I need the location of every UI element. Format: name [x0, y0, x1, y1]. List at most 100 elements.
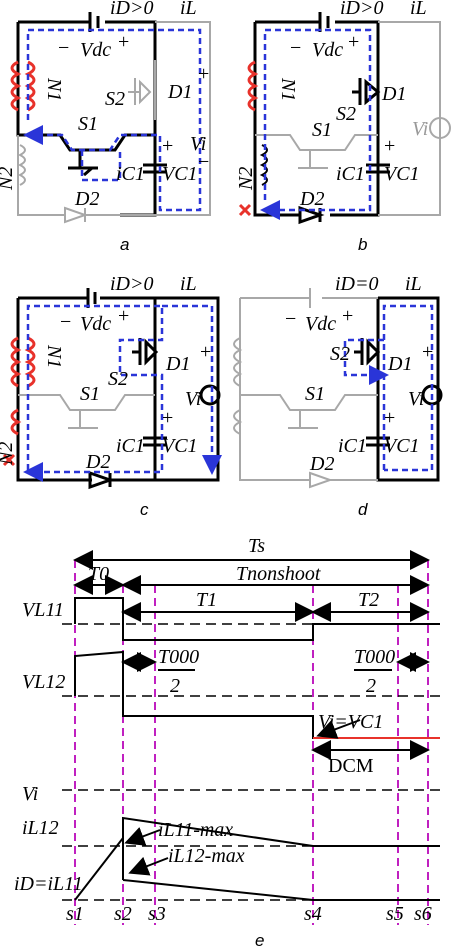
panel-d-label-S2: S2: [330, 343, 350, 365]
panel-d-label-D1: D1: [387, 353, 412, 375]
panel-b-label-N2: N2: [235, 167, 257, 191]
panel-d-s1-gray: [240, 394, 378, 429]
panel-c: iD>0 iL Vdc − + N1 N2 S2 D1 S1 Vi + iC1 …: [0, 273, 222, 519]
label-VL11: VL11: [22, 599, 64, 621]
panel-b-minus-vdc: −: [290, 37, 301, 59]
label-s6: s6: [414, 903, 432, 925]
panel-c-vi-source: [199, 384, 221, 406]
label-iL12: iL12: [22, 817, 59, 839]
label-T1: T1: [196, 589, 217, 611]
label-s4: s4: [304, 903, 322, 925]
label-T000-left: T000: [158, 646, 199, 668]
panel-d-label-iD: iD=0: [335, 273, 379, 295]
panel-a-s2-switch: [128, 60, 156, 120]
panel-a-plus-vc1: +: [162, 135, 173, 157]
panel-c-label-D2: D2: [85, 451, 110, 473]
panel-c-caption: c: [140, 500, 149, 519]
panel-a-minus-vi: −: [198, 151, 209, 173]
label-T0: T0: [88, 563, 109, 585]
panel-c-plus-vi: +: [200, 341, 211, 363]
label-Tnonshoot: Tnonshoot: [236, 563, 321, 585]
wave-iL11: [122, 879, 440, 901]
arrow-Vi-VC1: [316, 719, 361, 739]
panel-b-caption: b: [358, 235, 367, 254]
panel-a-label-D1: D1: [167, 81, 192, 103]
panel-a-minus-vdc: −: [58, 37, 69, 59]
label-two-right: 2: [366, 675, 376, 697]
wave-iL12: [122, 816, 440, 880]
panel-d-label-iL: iL: [405, 273, 422, 295]
panel-c-s1-gray: [18, 394, 155, 429]
panel-c-minus-vdc: −: [60, 311, 71, 333]
panel-c-n2-mark: [2, 453, 16, 467]
panel-c-label-iD: iD>0: [110, 273, 154, 295]
panel-d-label-D2: D2: [309, 453, 334, 475]
panel-c-d2-diode: [88, 470, 115, 490]
panel-c-n1-winding-right: [24, 336, 36, 388]
panel-a-n2-winding: [17, 144, 26, 186]
label-DCM: DCM: [328, 755, 374, 777]
panel-d-plus-vdc: +: [342, 305, 353, 327]
panel-b-label-iC1: iC1: [336, 163, 365, 185]
panel-a-current-path-s1: [80, 150, 122, 182]
panel-a-label-Vdc: Vdc: [80, 39, 111, 61]
panel-c-label-iL: iL: [180, 273, 197, 295]
panel-c-plus-vdc: +: [118, 305, 129, 327]
panel-b-s2-switch: [352, 78, 381, 106]
panel-c-label-iC1: iC1: [116, 435, 145, 457]
panel-b-label-iD: iD>0: [340, 0, 384, 19]
panel-d-wire-main: [376, 296, 440, 482]
panel-b-label-Vi: Vi: [412, 118, 428, 140]
label-iD-eq-iL11: iD=iL11: [14, 873, 83, 895]
panel-a-label-D2: D2: [74, 188, 99, 210]
panel-a-d2-diode: [64, 206, 89, 224]
panel-e-caption: e: [255, 931, 264, 950]
panel-c-current-path: [23, 304, 164, 482]
label-Ts: Ts: [248, 535, 265, 557]
panel-d-n2-winding: [233, 409, 243, 435]
panel-a-plus-vi: +: [198, 63, 209, 85]
panel-b-wire-right-gray: [378, 21, 441, 216]
panel-c-current-path-right: [162, 304, 222, 475]
panel-b: iD>0 iL Vdc − + N1 N2 S2 D1 S1 Vi iC1 VC…: [235, 0, 451, 254]
panel-a-s1-switch: [68, 150, 98, 177]
panel-a-wire-bottom-gray: [17, 135, 155, 216]
panel-b-label-S1: S1: [312, 119, 332, 141]
panel-d-plus-vc1: +: [384, 407, 395, 429]
panel-c-plus-vc1: +: [162, 407, 173, 429]
panel-a: iD>0 iL Vdc − + N1 N2 S2 D1 S1 Vi + iC1 …: [0, 0, 211, 254]
panel-b-label-D2: D2: [299, 188, 324, 210]
panel-d-label-VC1: VC1: [384, 435, 420, 457]
wave-iD-rise: [74, 837, 124, 901]
panel-c-label-S1: S1: [80, 383, 100, 405]
label-VL12: VL12: [22, 671, 65, 693]
panel-d-label-iC1: iC1: [338, 435, 367, 457]
panel-b-s1-gray: [255, 134, 378, 169]
panel-c-n2-winding: [10, 408, 22, 436]
panel-d-wire-gray: [239, 297, 378, 489]
panel-b-label-VC1: VC1: [384, 163, 420, 185]
panel-c-label-D1: D1: [165, 353, 190, 375]
panel-b-plus-vc1: +: [384, 135, 395, 157]
panel-c-label-Vdc: Vdc: [80, 313, 111, 335]
panel-d-minus-vdc: −: [285, 308, 296, 330]
label-iL12-max: iL12-max: [168, 845, 245, 867]
panel-c-s2-switch: [132, 338, 159, 366]
label-T000-right: T000: [354, 646, 395, 668]
panel-d-plus-vi: +: [422, 341, 433, 363]
arrow-iL12-max: [128, 856, 169, 876]
label-iL11-max: iL11-max: [158, 819, 233, 841]
panel-a-caption: a: [120, 235, 129, 254]
panel-b-label-N1: N1: [277, 77, 299, 101]
panel-d-label-Vi: Vi: [408, 388, 424, 410]
panel-c-label-VC1: VC1: [162, 435, 198, 457]
panel-b-label-Vdc: Vdc: [312, 39, 343, 61]
panel-a-label-VC1: VC1: [162, 163, 198, 185]
arrow-iL11-max: [124, 827, 161, 846]
panel-d-current-path: [343, 304, 434, 472]
panel-b-current-path: [260, 28, 372, 220]
panel-c-n1-winding-left: [10, 336, 22, 388]
label-Vi-eq-VC1: Vi=VC1: [318, 711, 383, 733]
label-s1: s1: [66, 903, 84, 925]
panel-a-current-path: [23, 28, 202, 212]
